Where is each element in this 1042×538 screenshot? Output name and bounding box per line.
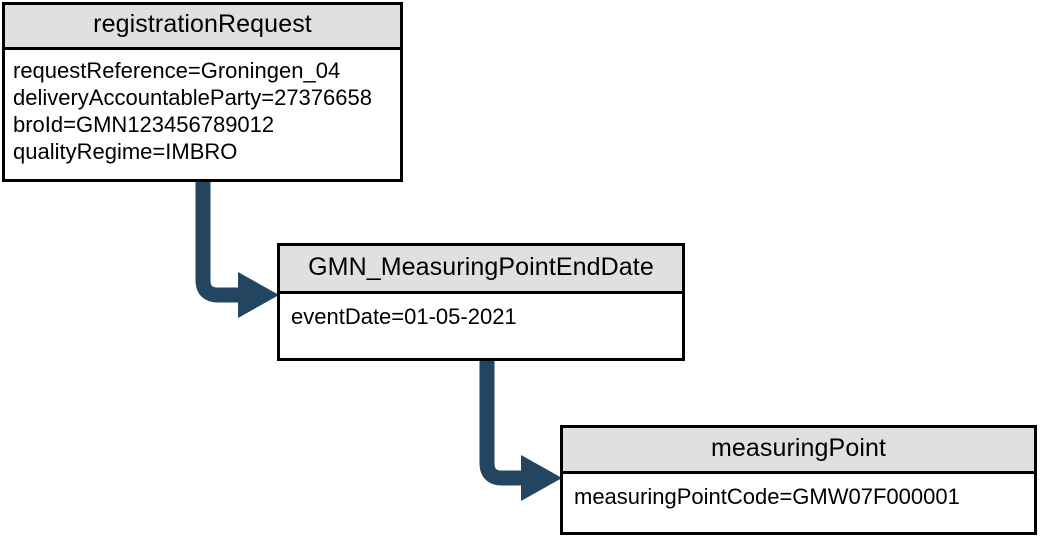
object-box-measuring-point-end-date[interactable]: GMN_MeasuringPointEndDate eventDate=01-0… (277, 243, 685, 361)
attribute-row: measuringPointCode=GMW07F000001 (574, 484, 960, 509)
connector-line (479, 361, 526, 486)
connector-line (195, 181, 243, 303)
attribute-row: eventDate=01-05-2021 (291, 304, 517, 329)
object-box-measuring-point[interactable]: measuringPoint measuringPointCode=GMW07F… (560, 425, 1037, 535)
object-box-attributes: measuringPointCode=GMW07F000001 (563, 474, 1034, 532)
attribute-row: broId=GMN123456789012 (13, 112, 275, 137)
object-box-attributes: requestReference=Groningen_04 deliveryAc… (5, 50, 400, 179)
connector-end-date-to-measuring-point (479, 361, 562, 501)
connector-registration-to-end-date (195, 181, 279, 318)
object-box-title: registrationRequest (5, 5, 400, 50)
object-box-registration-request[interactable]: registrationRequest requestReference=Gro… (2, 2, 403, 182)
attribute-row: qualityRegime=IMBRO (13, 139, 238, 164)
arrowhead-icon (238, 272, 279, 318)
arrowhead-icon (521, 455, 562, 501)
attribute-row: deliveryAccountableParty=27376658 (13, 85, 372, 110)
object-box-title: GMN_MeasuringPointEndDate (280, 246, 682, 294)
object-box-title: measuringPoint (563, 428, 1034, 474)
attribute-row: requestReference=Groningen_04 (13, 58, 341, 83)
object-box-attributes: eventDate=01-05-2021 (280, 294, 682, 358)
